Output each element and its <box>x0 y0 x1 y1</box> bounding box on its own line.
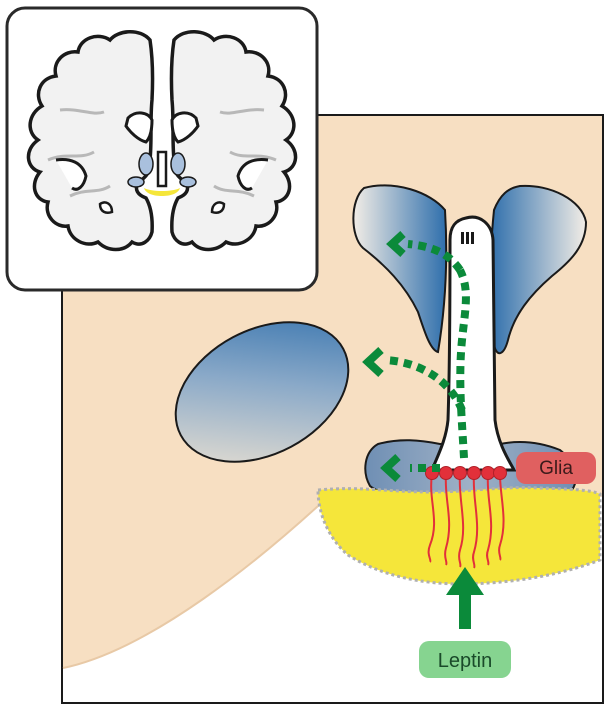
left-lateral-ventricle <box>352 184 448 354</box>
leptin-zone <box>316 486 602 586</box>
inset-left-oval <box>127 176 145 188</box>
left-hemisphere <box>26 30 155 252</box>
glia-processes <box>427 473 505 569</box>
inset-right-blue-structure <box>170 152 186 176</box>
oval-nucleus <box>174 321 350 463</box>
leptin-entry-arrow <box>446 567 484 629</box>
right-hemisphere <box>169 30 298 252</box>
glia-label-text: Glia <box>539 458 573 479</box>
inset-third-ventricle <box>156 150 168 188</box>
arrowhead-middle <box>362 347 384 377</box>
leptin-label-text: Leptin <box>438 650 493 672</box>
arrowhead-upper <box>386 231 406 257</box>
leptin-label: Leptin <box>419 641 511 678</box>
tissue-edge <box>62 494 331 669</box>
inset-right-notch <box>210 201 226 214</box>
right-lateral-ventricle <box>489 184 588 355</box>
inset-left-notch <box>98 201 114 214</box>
glia-label: Glia <box>516 452 596 484</box>
green-arrowheads <box>362 231 406 482</box>
inset-sulci <box>47 108 277 198</box>
leptin-pathway <box>384 240 470 472</box>
arrowhead-lower <box>380 454 401 482</box>
inset-leptin-zone <box>144 188 180 196</box>
right-sylvian-fissure <box>236 158 269 191</box>
inset-left-blue-structure <box>138 152 154 176</box>
brain-inset <box>5 6 319 292</box>
inset-left-lateral-ventricle <box>124 111 154 144</box>
third-ventricle-mark <box>461 232 474 244</box>
left-sylvian-fissure <box>55 158 88 191</box>
inset-right-lateral-ventricle <box>170 111 200 144</box>
inset-right-oval <box>179 176 197 188</box>
